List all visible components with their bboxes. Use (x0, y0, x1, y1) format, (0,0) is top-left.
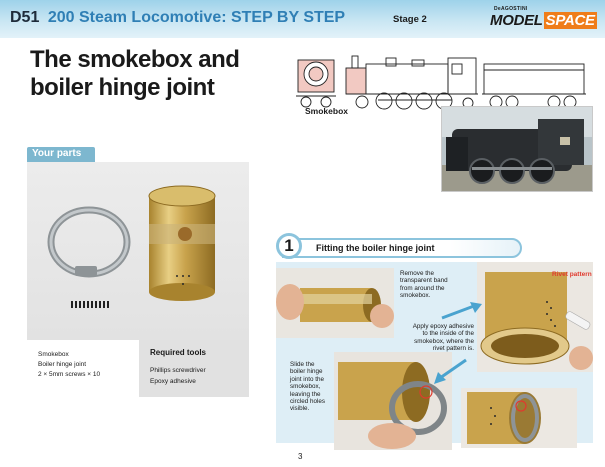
caption-slide-hinge: Slide the boiler hinge joint into the sm… (290, 361, 336, 413)
parts-details: Smokebox Boiler hinge joint 2 × 5mm scre… (27, 340, 249, 397)
caption-remove-band: Remove the transparent band from around … (400, 270, 474, 300)
brand-space: SPACE (543, 12, 597, 29)
arrow-right-icon (441, 302, 482, 320)
series-subtitle: 200 Steam Locomotive: STEP BY STEP (47, 9, 346, 26)
caption-3-line: visible. (290, 405, 310, 413)
page-title-line-2: boiler hinge joint (30, 74, 215, 101)
caption-2-line: Apply epoxy adhesive (412, 323, 474, 330)
tool-item-epoxy: Epoxy adhesive (150, 378, 196, 385)
caption-2-line: rivet pattern is. (432, 345, 474, 353)
page-title-line-1: The smokebox and (30, 46, 240, 73)
step-number: 1 (276, 233, 302, 259)
loco-number: D51 (10, 9, 40, 26)
caption-1-line: from around the (400, 284, 445, 292)
part-item-hinge-joint: Boiler hinge joint (38, 361, 87, 368)
caption-1-line: transparent band (400, 277, 448, 285)
parts-photo (27, 162, 249, 340)
series-title: D51 200 Steam Locomotive: STEP BY STEP (10, 9, 345, 27)
rivet-pattern-label: Rivet pattern (552, 271, 592, 278)
photo-apply-epoxy (477, 262, 593, 372)
locomotive-photo (441, 106, 593, 192)
header-band: D51 200 Steam Locomotive: STEP BY STEP S… (0, 0, 605, 38)
locomotive-line-drawing (296, 55, 586, 110)
stage-label: Stage 2 (393, 14, 427, 25)
required-tools-heading: Required tools (150, 348, 207, 357)
smokebox-label: Smokebox (305, 106, 348, 116)
your-parts-tab: Your parts (27, 147, 95, 162)
page-number: 3 (298, 452, 303, 461)
brand-model: MODEL (490, 12, 543, 29)
caption-3-line: Slide the (290, 361, 315, 368)
caption-3-line: joint into the (290, 375, 324, 383)
arrow-down-left-icon (434, 358, 467, 384)
parts-list: Smokebox Boiler hinge joint 2 × 5mm scre… (27, 340, 139, 397)
brand-deagostini: DeAGOSTINI (494, 6, 528, 12)
photo-hinge-fitted (461, 388, 577, 448)
part-item-screws: 2 × 5mm screws × 10 (38, 371, 101, 378)
part-item-smokebox: Smokebox (38, 351, 69, 358)
caption-apply-epoxy: Apply epoxy adhesive to the inside of th… (400, 323, 474, 353)
photo-remove-band (276, 268, 394, 338)
tool-item-screwdriver: Phillips screwdriver (150, 367, 206, 374)
caption-3-line: smokebox, (290, 383, 321, 391)
caption-2-line: to the inside of the (422, 330, 474, 338)
caption-3-line: boiler hinge (290, 368, 323, 376)
caption-3-line: circled holes (290, 398, 325, 406)
parts-panel: Smokebox Boiler hinge joint 2 × 5mm scre… (27, 162, 249, 397)
caption-2-line: smokebox, where the (414, 337, 474, 345)
page-title: The smokebox and boiler hinge joint (30, 46, 270, 102)
caption-1-line: Remove the (400, 270, 434, 277)
caption-1-line: smokebox. (400, 292, 431, 300)
required-tools: Required tools Phillips screwdriver Epox… (139, 340, 249, 397)
caption-3-line: leaving the (290, 390, 321, 398)
step-title: Fitting the boiler hinge joint (316, 243, 435, 253)
photo-slide-hinge (334, 352, 452, 450)
